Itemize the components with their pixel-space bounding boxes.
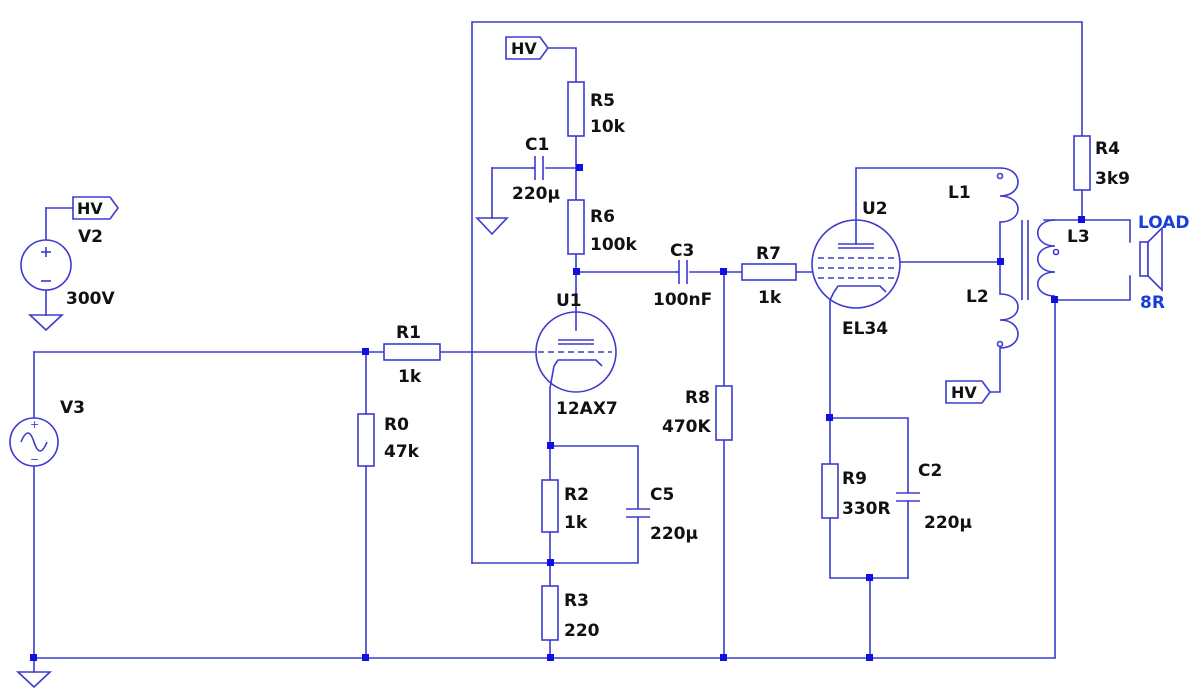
- r2-resistor: [541, 479, 559, 533]
- c2-capacitor: [896, 492, 920, 502]
- r6-value: 100k: [590, 235, 637, 255]
- r1-value: 1k: [398, 367, 422, 387]
- r6-name: R6: [590, 207, 615, 227]
- r1-resistor: [383, 343, 441, 361]
- r9-name: R9: [842, 469, 867, 489]
- u1-triode-tube: [535, 311, 617, 393]
- u2-pentode-tube: [811, 219, 901, 309]
- l3-name: L3: [1067, 227, 1090, 247]
- u1-value: 12AX7: [556, 399, 618, 419]
- svg-text:+: +: [30, 418, 39, 431]
- hv-flag-label: HV: [951, 383, 977, 402]
- l1-coil: [999, 167, 1019, 223]
- u2-name: U2: [862, 199, 888, 219]
- l2-coil: [999, 293, 1019, 349]
- r7-value: 1k: [758, 288, 782, 308]
- r2-name: R2: [564, 485, 589, 505]
- svg-text:−: −: [30, 453, 39, 466]
- r9-value: 330R: [842, 499, 891, 519]
- r3-value: 220: [564, 621, 600, 641]
- hv-flag-top: [505, 36, 549, 60]
- hv-flag-v2: [72, 196, 119, 220]
- speaker-value: 8R: [1140, 293, 1165, 313]
- r4-resistor: [1073, 135, 1091, 191]
- c1-value: 220µ: [512, 184, 560, 204]
- r7-name: R7: [756, 244, 781, 264]
- r0-name: R0: [384, 415, 409, 435]
- v3-ac-source: + −: [9, 417, 59, 467]
- r1-name: R1: [396, 323, 421, 343]
- u2-value: EL34: [842, 319, 888, 339]
- ground-icon: [27, 314, 65, 332]
- hv-flag-label: HV: [77, 199, 103, 218]
- r5-value: 10k: [590, 117, 626, 137]
- capacitor-symbols: [532, 156, 920, 518]
- c2-name: C2: [918, 461, 942, 481]
- v2-name: V2: [78, 227, 103, 247]
- c1-capacitor: [532, 156, 544, 180]
- r5-name: R5: [590, 91, 615, 111]
- r3-resistor: [541, 585, 559, 641]
- resistor-symbols: [357, 81, 1091, 641]
- r9-resistor: [821, 463, 839, 519]
- speaker-label: LOAD: [1138, 213, 1190, 233]
- c5-capacitor: [626, 508, 650, 518]
- l3-coil: [1037, 219, 1056, 297]
- r8-resistor: [715, 385, 733, 441]
- l1-name: L1: [948, 183, 971, 203]
- r4-name: R4: [1095, 139, 1120, 159]
- u1-name: U1: [556, 291, 582, 311]
- c3-value: 100nF: [653, 290, 712, 310]
- v3-name: V3: [60, 398, 85, 418]
- l2-name: L2: [966, 287, 989, 307]
- r8-name: R8: [685, 388, 710, 408]
- r0-resistor: [357, 413, 375, 467]
- v2-value: 300V: [66, 289, 115, 309]
- r4-value: 3k9: [1095, 169, 1130, 189]
- output-transformer: [996, 167, 1060, 349]
- r2-value: 1k: [564, 513, 588, 533]
- c5-name: C5: [650, 485, 674, 505]
- r3-name: R3: [564, 591, 589, 611]
- v2-dc-source: [20, 239, 72, 291]
- hv-flag-label: HV: [511, 39, 537, 58]
- hv-flag-bottom: [945, 380, 991, 404]
- r7-resistor: [741, 263, 797, 281]
- component-labels: HV HV HV V2 300V V3 R0 47k R1 1k R5 10k …: [60, 39, 1190, 641]
- c3-name: C3: [670, 241, 694, 261]
- c3-capacitor: [676, 260, 688, 284]
- junction-dots: [30, 164, 1085, 661]
- r6-resistor: [567, 199, 585, 255]
- r0-value: 47k: [384, 442, 420, 462]
- ground-icon: [15, 671, 53, 689]
- r5-resistor: [567, 81, 585, 137]
- r8-value: 470K: [662, 417, 711, 437]
- ground-icon: [475, 217, 509, 236]
- c2-value: 220µ: [924, 513, 972, 533]
- speaker-icon: [1139, 226, 1163, 292]
- c5-value: 220µ: [650, 524, 698, 544]
- c1-name: C1: [525, 135, 549, 155]
